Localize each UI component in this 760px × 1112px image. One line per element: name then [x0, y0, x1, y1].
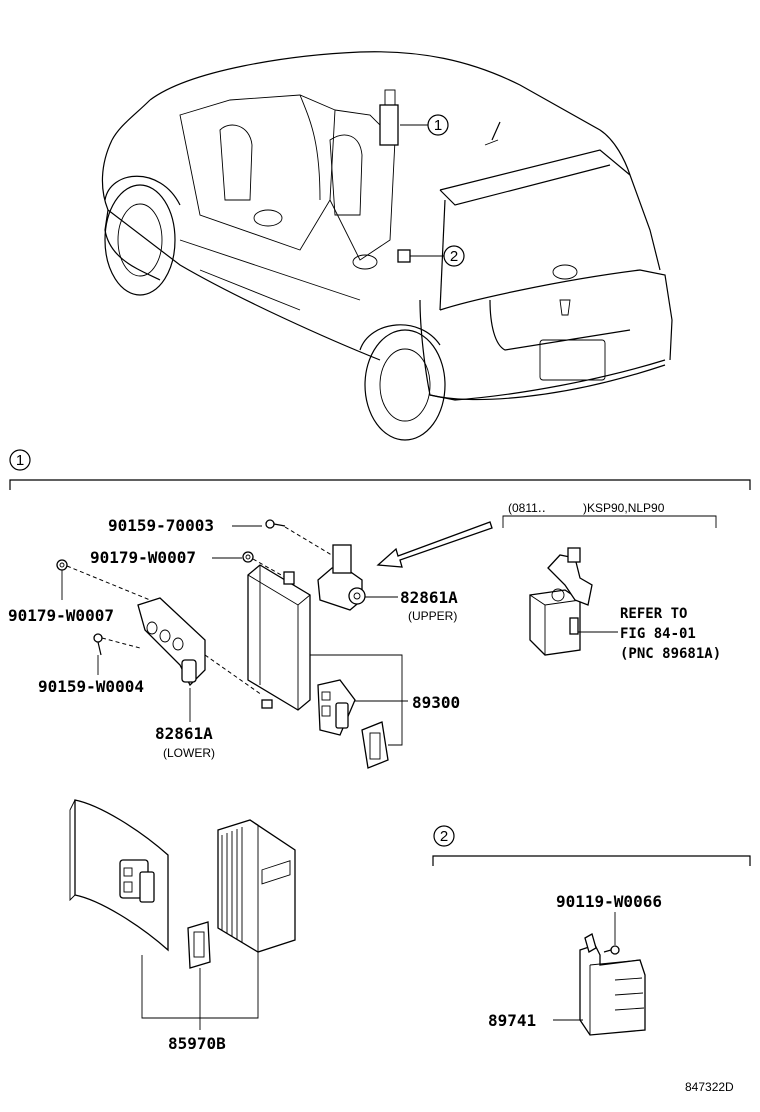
label-lower: (LOWER) — [163, 746, 215, 760]
owner-manual-booklet-icon — [217, 819, 296, 953]
variant-date: (0811‥ — [508, 501, 546, 515]
label-90179-w0007-upper: 90179-W0007 — [90, 548, 196, 567]
variant-bracket — [502, 515, 717, 528]
section-1-label: 1 — [16, 452, 24, 469]
variant-models: )KSP90,NLP90 — [583, 501, 665, 515]
section-1-bracket — [9, 479, 751, 490]
section-1-circle — [9, 449, 31, 471]
sensor-89741-icon — [579, 933, 646, 1036]
nut-90179-w0007-left-icon — [56, 559, 68, 571]
screw-90119-w0066-icon — [603, 945, 620, 955]
bracket-82861a-upper-icon — [317, 544, 366, 611]
ecu-89300-icon — [247, 564, 311, 711]
nut-90179-w0007-upper-icon — [242, 551, 254, 563]
label-89300: 89300 — [412, 693, 460, 712]
label-90159-70003: 90159-70003 — [108, 516, 214, 535]
89300-bracket-line — [310, 654, 403, 746]
manual-card-icon — [69, 799, 169, 952]
refer-line-3: (PNC 89681A) — [620, 646, 721, 662]
callout-1-circle — [427, 114, 449, 136]
label-82861a-upper: 82861A — [400, 588, 458, 607]
label-90159-w0004: 90159-W0004 — [38, 677, 144, 696]
refer-line-1: REFER TO — [620, 606, 687, 622]
figure-code: 847322D — [685, 1080, 734, 1094]
bolt-90159-70003-icon — [265, 519, 286, 529]
key-tag-icon — [187, 921, 211, 969]
section-2-bracket — [432, 855, 751, 866]
label-85970b: 85970B — [168, 1034, 226, 1053]
label-upper: (UPPER) — [408, 609, 457, 623]
label-90119-w0066: 90119-W0066 — [556, 892, 662, 911]
key-card-89300-icon — [361, 721, 389, 769]
vehicle-illustration — [101, 51, 673, 441]
bracket-82861a-lower-icon — [137, 597, 206, 687]
label-82861a-lower: 82861A — [155, 724, 213, 743]
label-90179-w0007-left: 90179-W0007 — [8, 606, 114, 625]
direction-arrow — [376, 521, 493, 568]
bolt-90159-w0004-icon — [93, 633, 103, 656]
refer-line-2: FIG 84-01 — [620, 626, 696, 642]
callout-2-circle — [443, 245, 465, 267]
variant-ecu-icon — [529, 547, 593, 656]
section-2-label: 2 — [440, 828, 448, 845]
section-2-circle — [433, 825, 455, 847]
label-89741: 89741 — [488, 1011, 536, 1030]
callout-2-label: 2 — [450, 248, 458, 265]
callout-1-label: 1 — [434, 117, 442, 134]
transmitter-89300-icon — [317, 679, 356, 736]
